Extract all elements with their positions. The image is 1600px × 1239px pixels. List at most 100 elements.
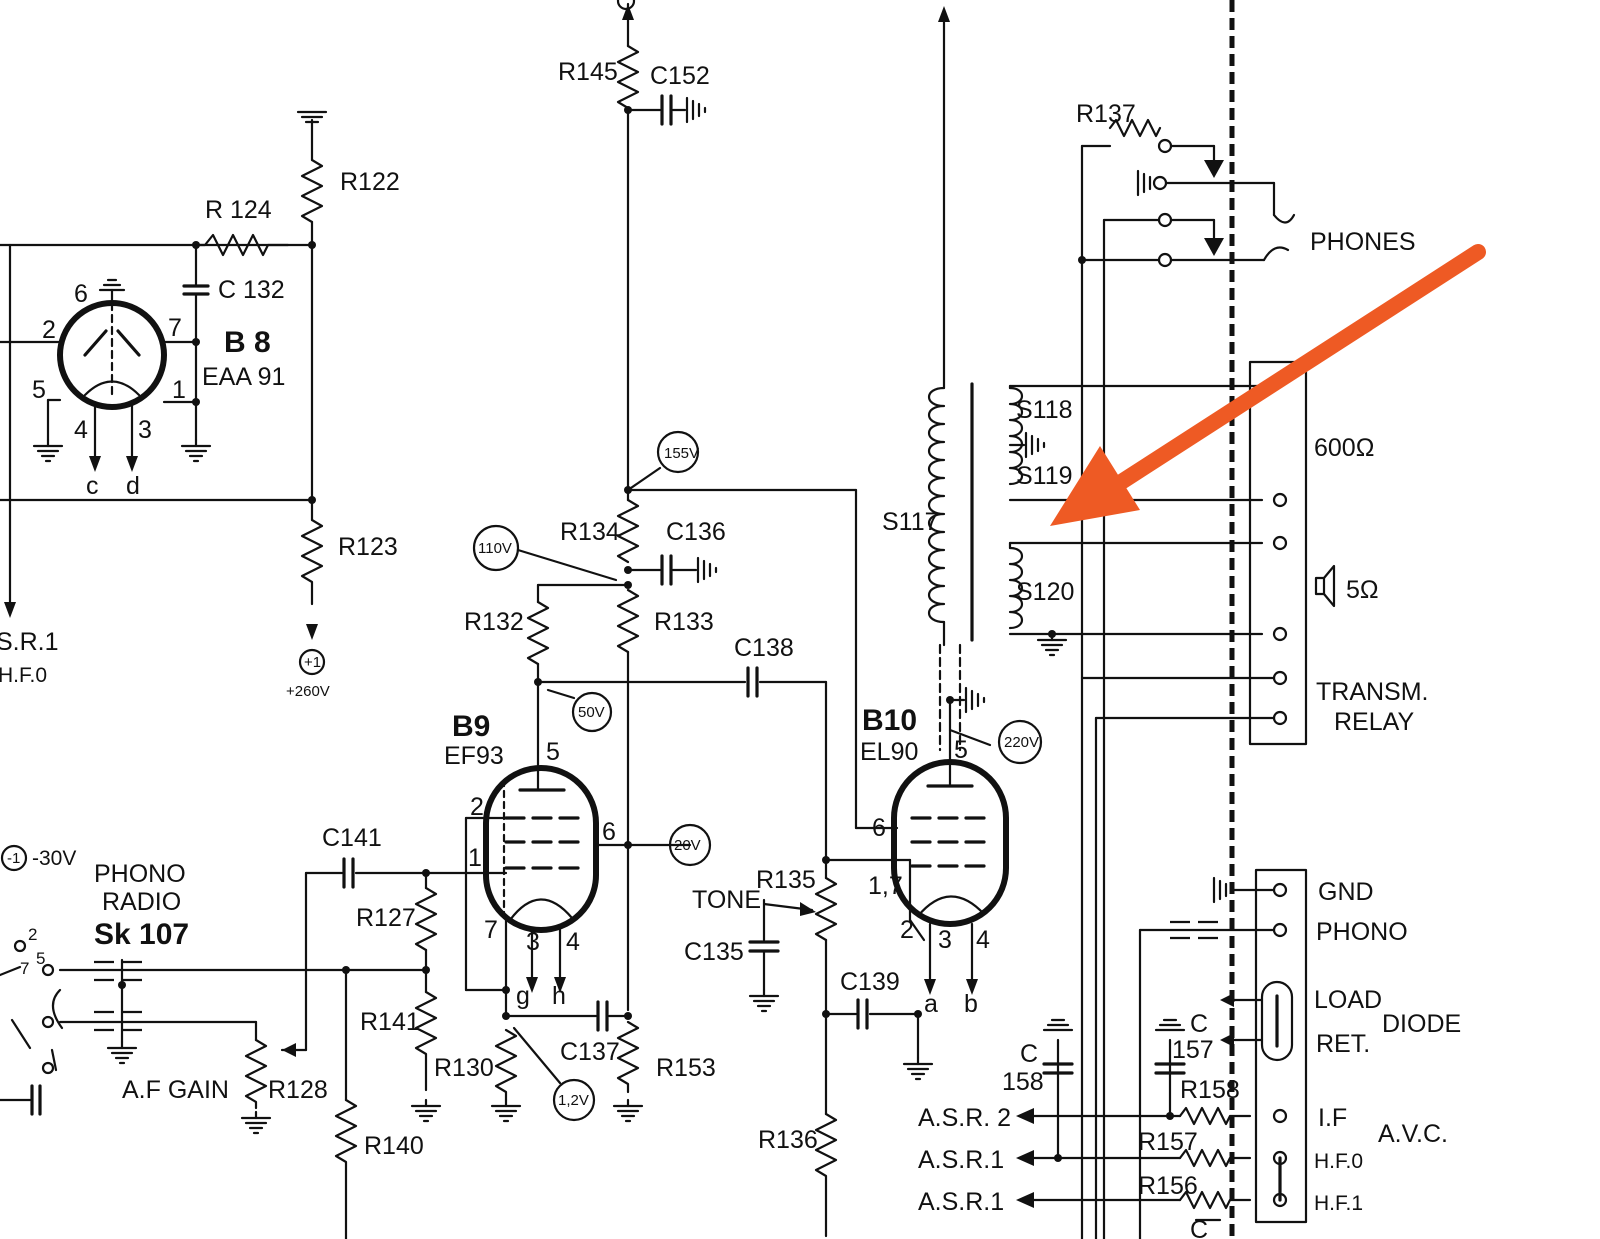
b8-pin3: 3 (138, 416, 152, 444)
b10-pin3: 3 (938, 926, 952, 954)
gnd-label: GND (1318, 878, 1374, 906)
arrow-icon (938, 6, 950, 22)
c135-label: C135 (684, 938, 744, 966)
c158-letter: C (1020, 1040, 1038, 1068)
b9-out-h: h (552, 982, 566, 1010)
b8-out-d: d (126, 472, 140, 500)
b8-pin5: 5 (32, 376, 46, 404)
b10-pin17: 1,7 (868, 872, 903, 900)
arrow-icon (306, 624, 318, 640)
b8-pin1: 1 (172, 376, 186, 404)
chassis-ground-icon (696, 556, 718, 584)
relay-label: RELAY (1334, 708, 1414, 736)
ohm600-label: 600Ω (1314, 434, 1374, 462)
ret-label: RET. (1316, 1030, 1370, 1058)
b9-pin7: 7 (484, 916, 498, 944)
b9-pin1: 1 (468, 844, 482, 872)
selector-n2: 2 (28, 925, 37, 944)
phones-label: PHONES (1310, 228, 1416, 256)
load-label: LOAD (1314, 986, 1382, 1014)
ground-icon (410, 1098, 442, 1123)
r135-label: R135 (756, 866, 816, 894)
arrow-icon (89, 456, 101, 472)
volt-110: 110V (478, 540, 512, 557)
transm-label: TRANSM. (1316, 678, 1429, 706)
tone-label: TONE (692, 886, 761, 914)
s118-label: S118 (1016, 396, 1073, 424)
phono-label: PHONO (1316, 918, 1408, 946)
ground-icon (612, 1098, 644, 1123)
arrow-icon (126, 456, 138, 472)
terminal-strip-lower: GND PHONO LOAD RET. DIODE I.F A.V.C. H.F… (1138, 868, 1461, 1239)
r137-label: R137 (1076, 100, 1136, 128)
b9-pin2: 2 (470, 793, 484, 821)
b10-out-b: b (964, 990, 978, 1018)
b9-pin4: 4 (566, 928, 580, 956)
r127-label: R127 (356, 904, 416, 932)
b8-pin2: 2 (42, 316, 56, 344)
r156-label: R156 (1138, 1172, 1198, 1200)
left-sr1: S.R.1 (0, 628, 59, 656)
b9-name: B9 (452, 710, 490, 743)
selector-phono: PHONO (94, 860, 186, 888)
b8-name: B 8 (224, 326, 271, 359)
supply-260v: +260V (286, 683, 330, 700)
r158-label: R158 (1180, 1076, 1240, 1104)
r132-label: R132 (464, 608, 524, 636)
selector-sk107: Sk 107 (94, 918, 189, 951)
ground-icon (180, 438, 212, 463)
b9-type: EF93 (444, 742, 504, 770)
c158-num: 158 (1002, 1068, 1044, 1096)
ohm5-label: 5Ω (1346, 576, 1379, 604)
hf1-label: H.F.1 (1314, 1192, 1363, 1215)
af-gain-label: A.F GAIN (122, 1076, 229, 1104)
c141-label: C141 (322, 824, 382, 852)
ground-icon (490, 1098, 522, 1123)
terminal-strip-upper: 600Ω 5Ω TRANSM. RELAY (1080, 0, 1429, 1239)
b10-section: B10 EL90 5 220V 6 1,7 2 3 4 a b R135 TON… (684, 643, 1043, 1238)
r130-label: R130 (434, 1054, 494, 1082)
r122-label: R122 (340, 168, 400, 196)
asr2-label: A.S.R. 2 (918, 1104, 1011, 1132)
volt-12: 1,2V (558, 1092, 589, 1109)
c136-label: C136 (666, 518, 726, 546)
b8-out-c: c (86, 472, 99, 500)
ground-icon (748, 988, 780, 1013)
asr1b-label: A.S.R.1 (918, 1188, 1004, 1216)
c-bottom-label: C (1190, 1216, 1208, 1239)
r123-label: R123 (338, 533, 398, 561)
b10-pin2: 2 (900, 916, 914, 944)
ground-icon (32, 438, 64, 463)
b10-pin4: 4 (976, 926, 990, 954)
avc-section: C 158 C 157 R158 R157 R156 C A.S.R. 2 A.… (918, 1010, 1252, 1239)
volt-155: 155V (664, 445, 699, 462)
b8-pin4: 4 (74, 416, 88, 444)
ground-icon (902, 1056, 934, 1081)
chassis-ground-icon (685, 96, 707, 124)
hf0-label: H.F.0 (1314, 1150, 1363, 1173)
c138-label: C138 (734, 634, 794, 662)
c137-label: C137 (560, 1038, 620, 1066)
diode-label: DIODE (1382, 1010, 1461, 1038)
r133-label: R133 (654, 608, 714, 636)
b8-pin6: 6 (74, 280, 88, 308)
volt-50: 50V (578, 704, 605, 721)
b9-out-g: g (516, 982, 530, 1010)
r141-label: R141 (360, 1008, 420, 1036)
selector-n5: 5 (36, 949, 45, 968)
s117-label: S117 (882, 508, 939, 536)
r145-label: R145 (558, 58, 618, 86)
r157-label: R157 (1138, 1128, 1198, 1156)
arrow-icon (4, 602, 16, 618)
phones-jack: R137 PHONES (1076, 100, 1416, 1239)
c157-letter: C (1190, 1010, 1208, 1038)
ground-icon (296, 110, 328, 124)
b9-pin6: 6 (602, 818, 616, 846)
ground-icon (106, 1040, 138, 1065)
r153-label: R153 (656, 1054, 716, 1082)
s120-label: S120 (1016, 578, 1074, 606)
s119-label: S119 (1016, 462, 1073, 490)
b9-pin3: 3 (526, 928, 540, 956)
chassis-ground-icon (1212, 876, 1234, 904)
